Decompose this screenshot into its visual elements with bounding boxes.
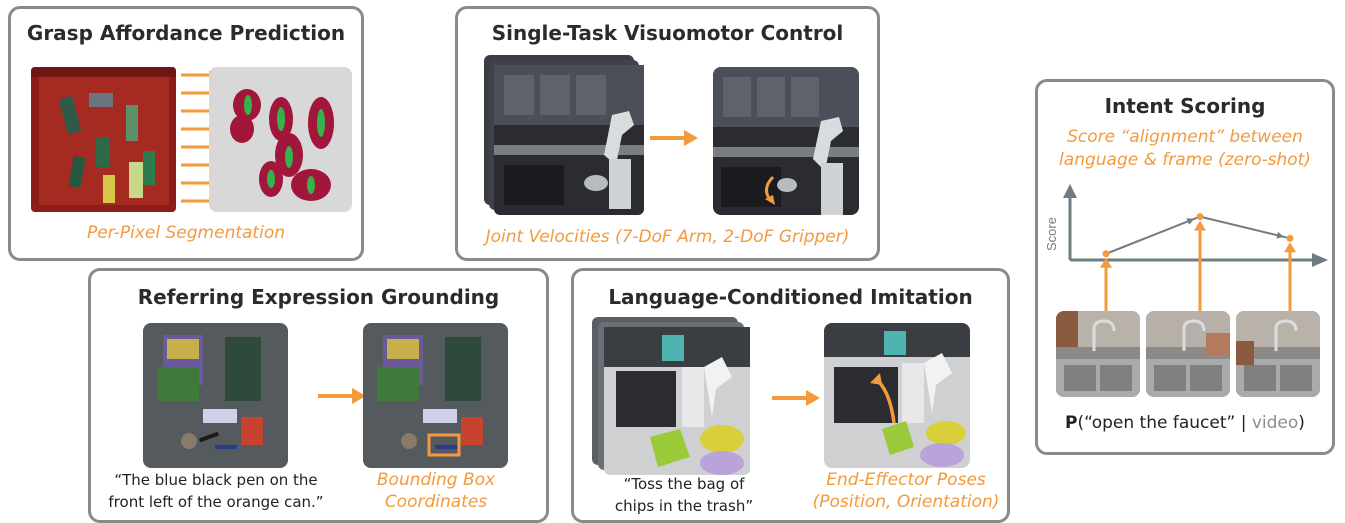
panel-title: Single-Task Visuomotor Control [491,21,844,45]
bin-photo [31,67,176,212]
panel-title: Grasp Affordance Prediction [26,21,346,45]
score-segment [1105,215,1201,255]
quote-line: chips in the trash” [614,497,754,515]
intent-subtitle: Score “alignment” between language & fra… [1038,126,1332,172]
visuomotor-caption: Joint Velocities (7-DoF Arm, 2-DoF Gripp… [485,227,850,247]
score-point [1102,250,1110,258]
y-axis-label: Score [1044,217,1059,251]
frame-score-arrowhead [1284,242,1296,253]
panel-title: Language-Conditioned Imitation [608,285,973,309]
segmentation-mask [209,67,352,212]
panel-title: Intent Scoring [1104,94,1266,118]
robot-result-frame [824,323,970,468]
x-axis-arrow [1312,253,1328,267]
panel-language-imitation: Language-Conditioned Imitation [571,268,1010,523]
score-chart: Score [1038,178,1334,318]
score-segment-arrow [1186,218,1195,225]
tabletop-photo [143,323,288,468]
frame-score-arrowhead [1100,257,1112,268]
caption-line: Coordinates [384,492,488,512]
y-axis-arrow [1063,184,1077,198]
panel-visuomotor-control: Single-Task Visuomotor Control [455,6,880,261]
bounding-box [427,433,461,457]
subtitle-line: language & frame (zero-shot) [1059,150,1311,170]
caption-line: (Position, Orientation) [812,492,1000,512]
faucet-frame-3 [1236,311,1320,397]
formula-p: P [1065,413,1078,433]
probability-formula: P(“open the faucet” | video) [1038,413,1332,433]
score-segment-arrow [1276,231,1285,239]
faucet-frame-2 [1146,311,1230,397]
formula-bar: | [1240,413,1252,433]
tabletop-bbox-photo [363,323,508,468]
score-point [1286,234,1294,242]
referring-caption: Bounding Box Coordinates [361,469,511,513]
panel-referring-expression: Referring Expression Grounding [88,268,549,523]
quote-line: front left of the orange can.” [108,493,324,511]
caption-line: End-Effector Poses [826,470,986,490]
grasp-caption: Per-Pixel Segmentation [86,223,285,243]
kitchen-frame-stack [484,55,654,225]
imitation-quote: “Toss the bag of chips in the trash” [574,473,794,517]
formula-query: (“open the faucet” [1077,413,1241,433]
score-point [1196,213,1204,221]
referring-quote: “The blue black pen on the front left of… [91,469,341,513]
kitchen-result-frame [713,67,859,215]
imitation-caption: End-Effector Poses (Position, Orientatio… [806,469,1006,513]
arrow-right [316,385,368,407]
panel-intent-scoring: Intent Scoring Score “alignment” between… [1035,79,1335,455]
faucet-frame-1 [1056,311,1140,397]
caption-line: Bounding Box [376,470,496,490]
panel-grasp-affordance: Grasp Affordance Prediction [8,6,364,261]
arrow-right [770,387,822,409]
frame-score-arrowhead [1194,220,1206,231]
quote-line: “The blue black pen on the [114,471,318,489]
subtitle-line: Score “alignment” between [1067,127,1303,147]
robot-frame-stack [592,317,762,482]
arrow-right [648,127,700,149]
panel-title: Referring Expression Grounding [137,285,500,309]
formula-close: ) [1298,413,1305,433]
formula-video: video [1251,413,1299,433]
quote-line: “Toss the bag of [623,475,745,493]
score-segment [1199,215,1291,240]
